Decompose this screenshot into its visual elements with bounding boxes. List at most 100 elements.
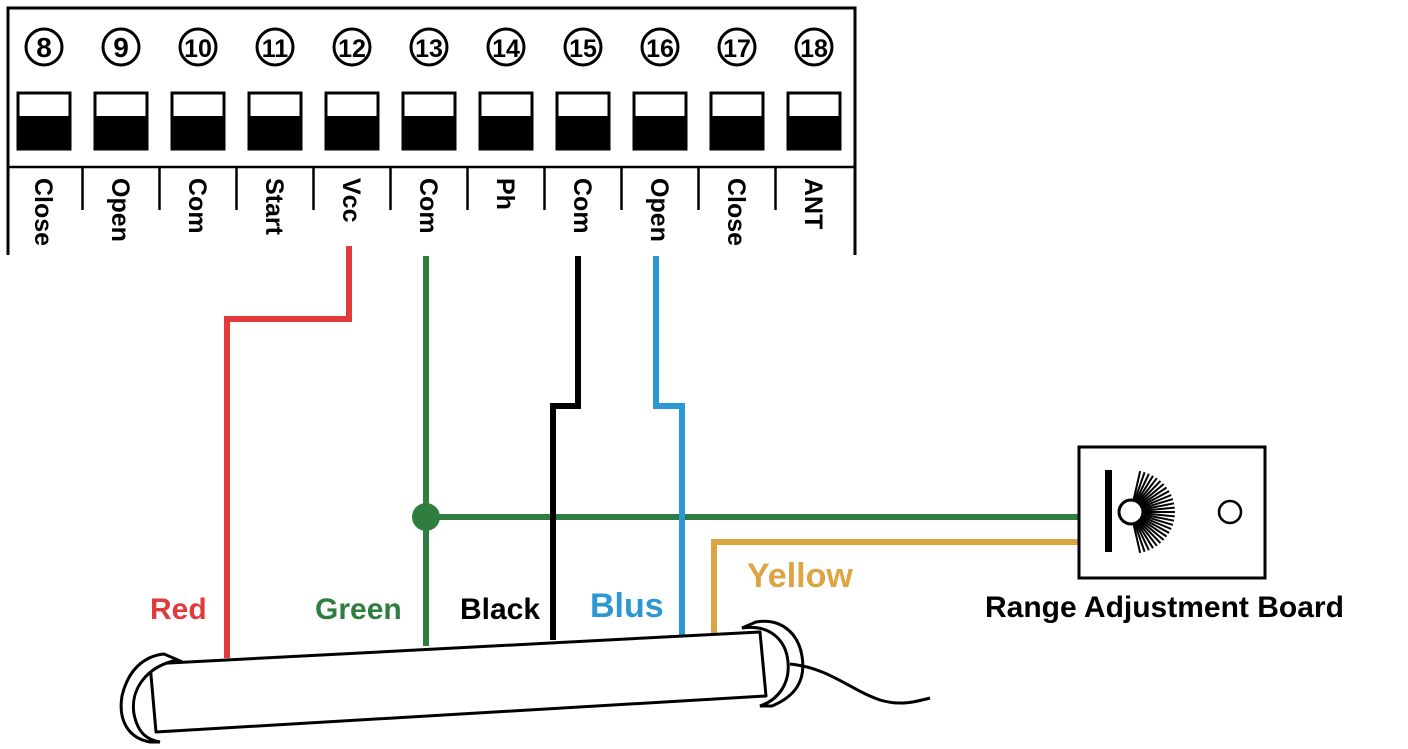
terminal-label: Close (29, 178, 57, 246)
green-label: Green (315, 593, 402, 626)
potentiometer-ray (1142, 498, 1174, 510)
terminal-label: Com (183, 178, 211, 234)
board-label: Range Adjustment Board (985, 591, 1344, 624)
potentiometer-ray (1140, 486, 1168, 506)
yellow-wire (711, 539, 1082, 640)
black-label: Black (460, 593, 540, 626)
terminal-number: 18 (800, 35, 828, 63)
potentiometer-ray (1136, 521, 1154, 549)
terminal-label: Open (106, 178, 134, 242)
potentiometer-icon[interactable] (1132, 470, 1175, 554)
terminal-label: Ph (491, 178, 519, 210)
sensor-tube (119, 619, 931, 744)
range-adjustment-board (1077, 445, 1267, 580)
potentiometer-ray (1140, 518, 1168, 538)
terminal-label: Start (260, 178, 288, 236)
terminal-number: 9 (113, 32, 129, 63)
terminal-screw-fill (711, 116, 763, 149)
terminal-number-circle (332, 27, 372, 67)
terminal-number-circle (255, 27, 295, 67)
potentiometer-ray (1137, 477, 1158, 503)
red-label: Red (150, 593, 207, 626)
terminal-label: Close (722, 178, 750, 246)
terminal-screw-fill (326, 116, 378, 149)
terminal-screw-fill (249, 116, 301, 149)
terminal-block-outline (6, 6, 857, 255)
potentiometer-ray (1142, 502, 1175, 511)
green-junction (412, 503, 440, 531)
terminal-screw-fill (788, 116, 840, 149)
terminal-number: 13 (415, 35, 443, 63)
potentiometer-ray (1140, 517, 1170, 534)
wires (224, 246, 1082, 658)
sensor-tube-body (148, 630, 768, 734)
potentiometer-ray (1132, 523, 1142, 554)
terminal-number: 17 (723, 35, 751, 63)
terminal-number: 14 (492, 35, 520, 63)
potentiometer-ray (1140, 490, 1170, 507)
terminal-screw-fill (557, 116, 609, 149)
potentiometer-ray (1133, 523, 1146, 553)
sensor-tube-right-cap (741, 619, 805, 708)
potentiometer-ray (1142, 514, 1174, 526)
potentiometer-ray (1142, 513, 1175, 522)
terminal-screw-fill (95, 116, 147, 149)
terminal-number-circle (409, 27, 449, 67)
terminal-number-circle (178, 27, 218, 67)
terminal-number-circle (563, 27, 603, 67)
terminal-screw-fill (403, 116, 455, 149)
terminal-number: 16 (646, 35, 674, 63)
terminal-number-circle (486, 27, 526, 67)
potentiometer-ray (1139, 483, 1165, 505)
terminal-number-circle (24, 27, 64, 67)
terminal-number: 12 (338, 35, 366, 63)
potentiometer-knob[interactable] (1117, 498, 1145, 526)
terminal-label: ANT (799, 178, 827, 229)
terminal-block: 8Close9Open10Com11Start12Vcc13Com14Ph15C… (6, 6, 857, 255)
terminal-label: Com (568, 178, 596, 234)
board-bar (1105, 470, 1112, 552)
terminal-screw-fill (18, 116, 70, 149)
terminal-number-circle (794, 27, 834, 67)
black-wire (550, 256, 581, 640)
blue-wire (653, 256, 685, 636)
potentiometer-ray (1134, 522, 1150, 551)
red-wire (224, 246, 352, 658)
potentiometer-ray (1142, 506, 1175, 512)
terminal-number-circle (717, 27, 757, 67)
potentiometer-ray (1133, 471, 1146, 501)
blue-label: Blus (590, 587, 664, 625)
terminal-number: 8 (36, 32, 52, 63)
wire-labels: Red Green Black Blus Yellow Range Adjust… (150, 557, 1344, 626)
terminal-screw-fill (172, 116, 224, 149)
potentiometer-ray (1138, 520, 1162, 544)
potentiometer-ray (1139, 519, 1165, 541)
terminal-label: Com (414, 178, 442, 234)
sensor-tube-left-cap (119, 652, 184, 744)
potentiometer-ray (1137, 521, 1158, 547)
potentiometer-ray (1142, 512, 1175, 518)
potentiometer-ray (1134, 473, 1150, 502)
potentiometer-ray (1136, 475, 1154, 503)
terminal-number: 10 (184, 35, 212, 63)
board-hole (1217, 499, 1243, 525)
potentiometer-ray (1132, 470, 1142, 501)
terminal-number: 11 (262, 35, 289, 63)
terminal-label: Open (645, 178, 673, 242)
terminal-screw-fill (480, 116, 532, 149)
potentiometer-ray (1141, 515, 1172, 530)
terminal-number: 15 (569, 35, 597, 63)
terminal-number-circle (640, 27, 680, 67)
yellow-label: Yellow (747, 557, 853, 595)
terminal-screw-fill (634, 116, 686, 149)
